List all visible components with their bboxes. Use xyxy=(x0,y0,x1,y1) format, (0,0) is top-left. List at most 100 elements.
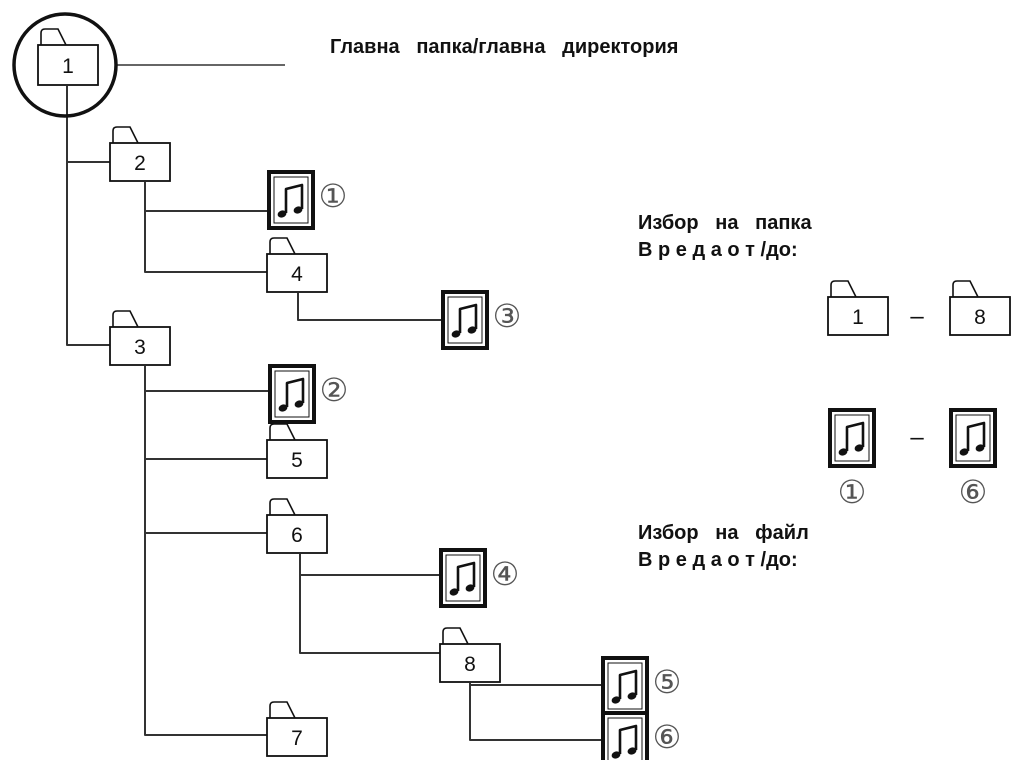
folder-number-label: 8 xyxy=(464,653,476,676)
folder-icon xyxy=(109,142,171,182)
folder-tab-icon xyxy=(269,498,296,516)
music-note-icon xyxy=(277,183,304,218)
music-note-icon xyxy=(449,561,476,596)
music-file-f5: ⑤ xyxy=(601,656,682,716)
note-head-icon xyxy=(627,692,637,700)
music-note-icon xyxy=(959,421,986,456)
music-note-icon xyxy=(611,669,638,704)
file-number-label: ① xyxy=(319,178,348,214)
folder-icon xyxy=(949,296,1011,336)
music-note-icon xyxy=(838,421,865,456)
music-file-frame xyxy=(949,408,997,468)
folder-icon xyxy=(266,514,328,554)
note-stem-icon xyxy=(618,724,638,754)
folder-icon xyxy=(266,253,328,293)
folder-tab-icon xyxy=(40,28,67,46)
note-head-icon xyxy=(627,747,637,755)
note-head-icon xyxy=(277,210,287,218)
music-file-inner-frame xyxy=(607,662,643,710)
note-head-icon xyxy=(838,448,848,456)
file-number-label: ④ xyxy=(491,556,520,592)
connector-folder-6-children xyxy=(299,554,440,654)
note-head-icon xyxy=(854,444,864,452)
folder-icon xyxy=(266,717,328,757)
folder-tab-icon xyxy=(442,627,469,645)
music-note-icon xyxy=(611,724,638,759)
music-file-f3: ③ xyxy=(441,290,522,350)
file-range-dash: – xyxy=(910,424,924,451)
folder-5: 5 xyxy=(266,423,328,479)
folder-tab-icon xyxy=(112,126,139,144)
music-file-inner-frame xyxy=(274,370,310,418)
connector-root-children xyxy=(66,86,110,346)
note-stem-icon xyxy=(618,669,638,699)
folder-tab-icon xyxy=(269,237,296,255)
file-selection-range-label: В р е д а о т /до: xyxy=(638,549,798,571)
folder-1: 1 xyxy=(37,28,99,86)
music-file-f1: ① xyxy=(267,170,348,230)
folder-selection-range-label: В р е д а о т /до: xyxy=(638,239,798,261)
music-note-icon xyxy=(451,303,478,338)
connector-folder-2-to-folder-4 xyxy=(144,182,267,273)
legend-folder-from: 1 xyxy=(827,280,889,336)
file-number-label: ② xyxy=(320,372,349,408)
folder-2: 2 xyxy=(109,126,171,182)
connector-folder-4-to-file-3 xyxy=(297,293,443,321)
music-file-inner-frame xyxy=(955,414,991,462)
music-file-f4: ④ xyxy=(439,548,520,608)
folder-icon xyxy=(266,439,328,479)
connector-folder-8-children xyxy=(469,683,603,741)
file-number-label: ⑤ xyxy=(653,664,682,700)
folder-icon xyxy=(109,326,171,366)
file-number-label: ③ xyxy=(493,298,522,334)
note-head-icon xyxy=(959,448,969,456)
music-file-inner-frame xyxy=(445,554,481,602)
note-head-icon xyxy=(611,751,621,759)
folder-number-label: 2 xyxy=(134,152,146,175)
folder-range-dash: – xyxy=(910,303,924,330)
folder-6: 6 xyxy=(266,498,328,554)
folder-icon xyxy=(37,44,99,86)
folder-number-label: 5 xyxy=(291,449,303,472)
note-stem-icon xyxy=(456,561,476,591)
music-file-frame xyxy=(441,290,489,350)
note-head-icon xyxy=(975,444,985,452)
folder-8: 8 xyxy=(439,627,501,683)
file-range-to-label: ⑥ xyxy=(959,474,988,510)
folder-tab-icon xyxy=(952,280,979,298)
music-file-frame xyxy=(267,170,315,230)
note-stem-icon xyxy=(284,183,304,213)
music-file-inner-frame xyxy=(834,414,870,462)
note-stem-icon xyxy=(845,421,865,451)
folder-tab-icon xyxy=(269,701,296,719)
folder-number-label: 8 xyxy=(974,306,986,329)
tree-connectors xyxy=(66,64,603,741)
folder-icon xyxy=(827,296,889,336)
music-note-icon xyxy=(278,377,305,412)
legend-file-to xyxy=(949,408,997,468)
folder-4: 4 xyxy=(266,237,328,293)
music-file-frame xyxy=(439,548,487,608)
note-head-icon xyxy=(451,330,461,338)
music-file-frame xyxy=(828,408,876,468)
folder-tab-icon xyxy=(112,310,139,328)
music-file-inner-frame xyxy=(447,296,483,344)
legend-file-from xyxy=(828,408,876,468)
music-file-frame xyxy=(601,711,649,760)
folder-7: 7 xyxy=(266,701,328,757)
folder-number-label: 7 xyxy=(291,727,303,750)
folder-icon xyxy=(439,643,501,683)
note-head-icon xyxy=(467,326,477,334)
folder-3: 3 xyxy=(109,310,171,366)
folder-number-label: 3 xyxy=(134,336,146,359)
note-head-icon xyxy=(611,696,621,704)
music-file-inner-frame xyxy=(273,176,309,224)
music-file-frame xyxy=(601,656,649,716)
folder-tab-icon xyxy=(269,423,296,441)
note-head-icon xyxy=(278,404,288,412)
music-file-f2: ② xyxy=(268,364,349,424)
music-file-frame xyxy=(268,364,316,424)
file-number-label: ⑥ xyxy=(653,719,682,755)
